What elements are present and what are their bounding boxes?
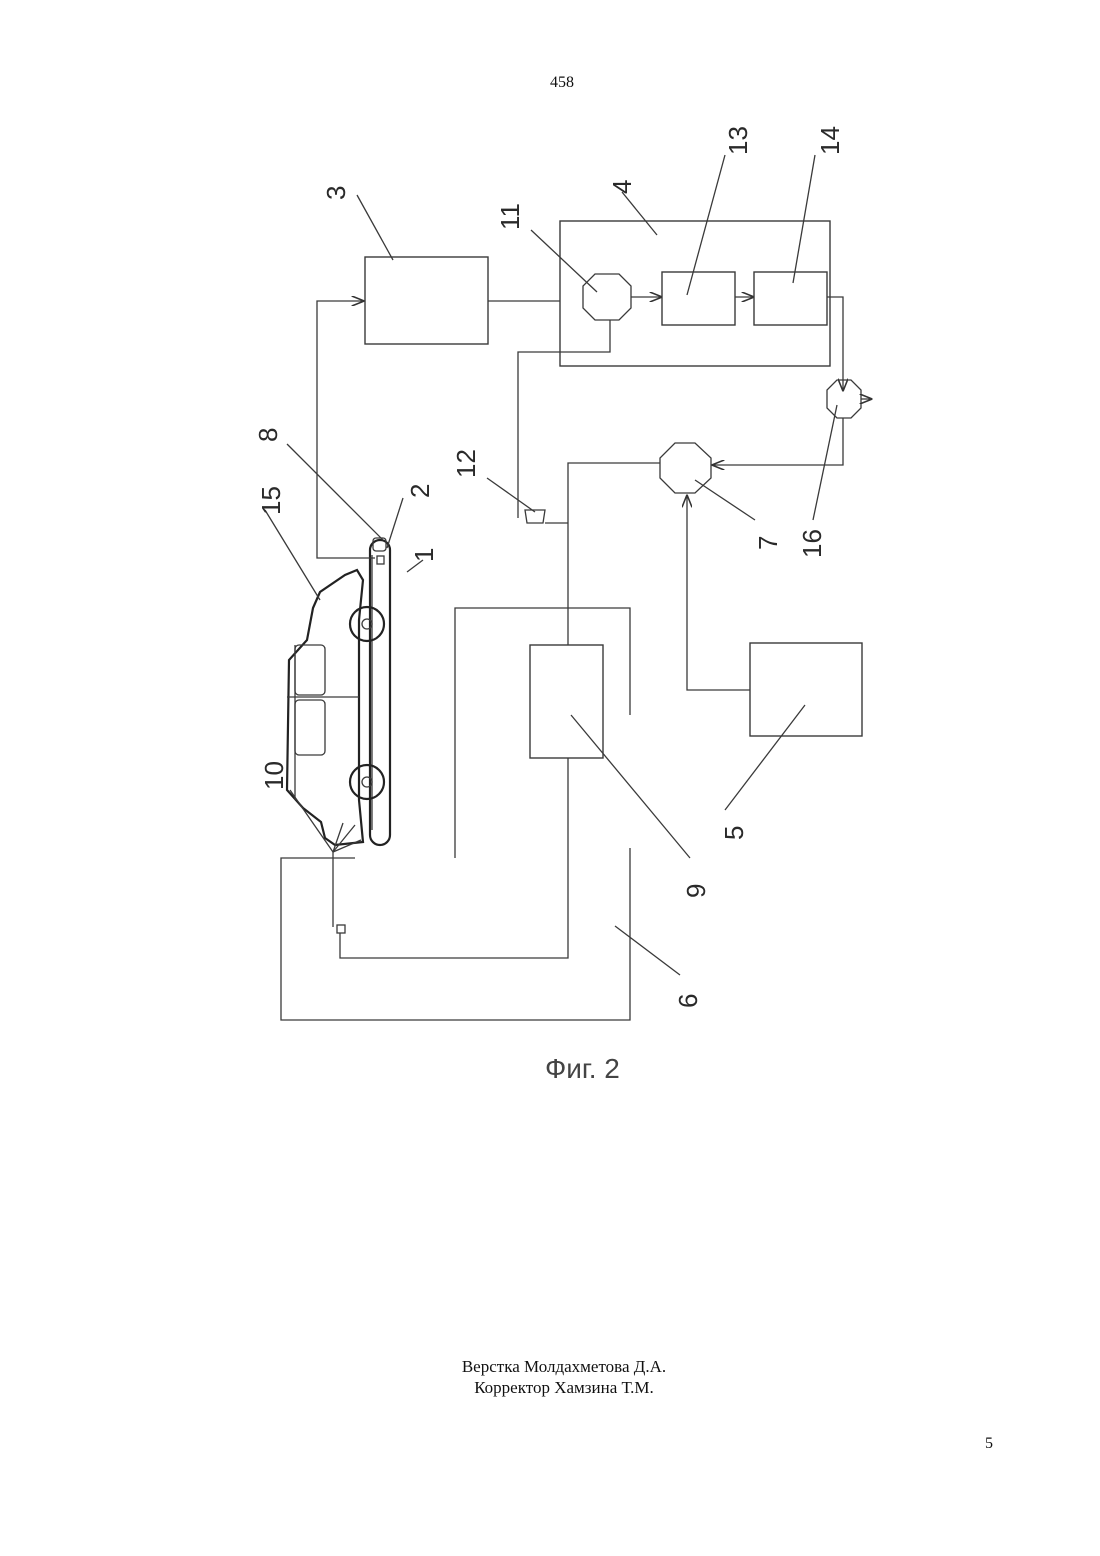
label-3: 3 <box>321 186 351 200</box>
label-13: 13 <box>723 126 753 155</box>
sensor-2 <box>377 556 384 564</box>
block-3 <box>365 257 488 344</box>
label-15: 15 <box>256 486 286 515</box>
label-7: 7 <box>753 536 783 550</box>
nozzle-10 <box>333 823 361 933</box>
block-13 <box>662 272 735 325</box>
node-16 <box>827 380 871 418</box>
label-16: 16 <box>797 529 827 558</box>
label-12: 12 <box>451 449 481 478</box>
patent-figure: 1 2 8 15 10 3 11 4 13 14 12 7 16 9 5 6 Ф… <box>225 100 900 1100</box>
label-14: 14 <box>815 126 845 155</box>
label-2: 2 <box>405 484 435 498</box>
block-14 <box>754 272 827 325</box>
block-5 <box>750 643 862 736</box>
label-1: 1 <box>409 548 439 562</box>
label-4: 4 <box>607 180 637 194</box>
credits: Верстка Молдахметова Д.А. Корректор Хамз… <box>0 1356 1100 1398</box>
page-bottom-number: 5 <box>985 1435 993 1453</box>
page-top-number: 458 <box>0 74 1100 92</box>
label-5: 5 <box>719 826 749 840</box>
credit-proofreader: Корректор Хамзина Т.М. <box>0 1377 1100 1398</box>
credit-layout: Верстка Молдахметова Д.А. <box>0 1356 1100 1377</box>
label-6: 6 <box>673 994 703 1008</box>
figure-caption: Фиг. 2 <box>545 1053 620 1084</box>
label-10: 10 <box>259 761 289 790</box>
label-9: 9 <box>681 884 711 898</box>
label-11: 11 <box>495 203 525 230</box>
conveyor-1 <box>370 540 390 845</box>
label-8: 8 <box>253 428 283 442</box>
